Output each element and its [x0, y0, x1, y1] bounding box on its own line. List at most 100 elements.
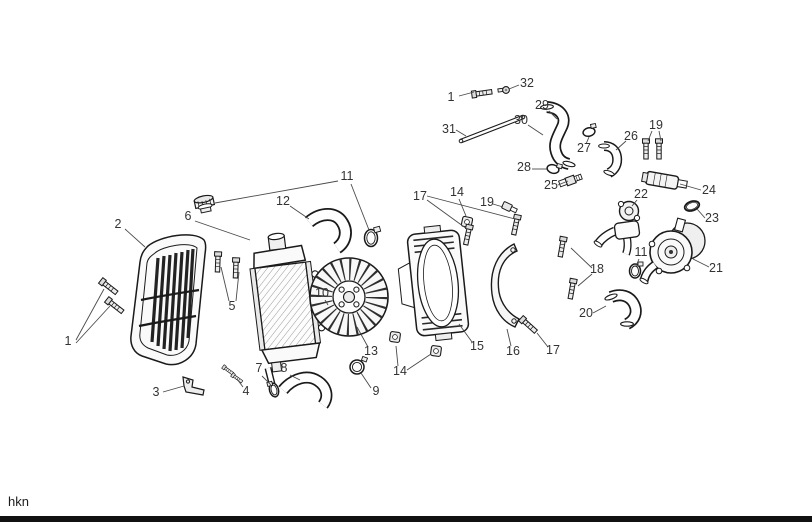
- bolt-18b: [566, 277, 578, 300]
- callout-30: 30: [514, 113, 528, 127]
- leader-line-18: [577, 273, 593, 287]
- callout-24: 24: [702, 183, 716, 197]
- filler-neck: [267, 232, 285, 241]
- callout-25: 25: [544, 178, 558, 192]
- bracket-screw-b: [230, 372, 244, 384]
- radiator-guard: [130, 234, 207, 366]
- callout-18: 18: [590, 262, 604, 276]
- callout-19: 19: [480, 195, 494, 209]
- temp-sensor-25: [558, 173, 583, 188]
- hose-clamp-11: [628, 261, 644, 279]
- leader-line-17: [426, 199, 468, 230]
- leader-line-20: [592, 305, 607, 314]
- radiator: [249, 232, 326, 373]
- callout-14: 14: [393, 364, 407, 378]
- leader-line-23: [696, 208, 706, 219]
- callout-7: 7: [256, 361, 263, 375]
- callout-10: 10: [315, 286, 329, 300]
- callout-12: 12: [276, 194, 290, 208]
- temp-sensor-small: [501, 201, 518, 214]
- cooling-fan: [309, 257, 389, 337]
- lower-hose: [278, 371, 333, 409]
- callout-26: 26: [624, 129, 638, 143]
- vent-rod-31: [458, 114, 526, 144]
- outlet-fitting-24: [641, 170, 688, 190]
- thermostat-housing: [593, 220, 641, 256]
- callout-28: 28: [517, 160, 531, 174]
- thermostat-cover: [617, 200, 641, 222]
- radiator-bolt-5a: [213, 251, 223, 273]
- radiator-outlet: [271, 361, 283, 373]
- callout-9: 9: [373, 384, 380, 398]
- leader-line-13: [356, 326, 369, 348]
- bolt-19b: [655, 138, 663, 160]
- leader-line-1: [458, 91, 475, 97]
- bolt-1-top: [470, 87, 493, 99]
- callout-1: 1: [448, 90, 455, 104]
- guard-bracket: [182, 376, 205, 396]
- leader-line-31: [455, 129, 467, 137]
- fan-ribs: [310, 258, 388, 336]
- leader-line-22: [631, 199, 638, 207]
- bolt-17c: [518, 315, 539, 335]
- bottom-border-bar: [0, 516, 812, 522]
- leader-line-17: [536, 332, 549, 348]
- leader-line-6: [194, 220, 251, 241]
- leader-line-21: [692, 258, 710, 268]
- hose-clamp-27: [582, 122, 597, 138]
- callout-6: 6: [185, 209, 192, 223]
- leader-line-17: [426, 195, 516, 220]
- upper-hose: [304, 208, 352, 254]
- leader-line-19: [658, 130, 662, 142]
- leader-line-11: [635, 258, 640, 267]
- upper-hose-clamp: [363, 225, 382, 248]
- leader-line-26: [615, 140, 627, 151]
- leader-line-4: [236, 378, 244, 388]
- breather-hose-29-30: [540, 101, 576, 170]
- callout-31: 31: [442, 122, 456, 136]
- callout-32: 32: [520, 76, 534, 90]
- leader-line-18: [570, 247, 593, 269]
- shroud-bracket: [490, 243, 520, 328]
- callout-5: 5: [229, 299, 236, 313]
- leader-line-14: [395, 345, 399, 367]
- leader-line-19: [492, 203, 504, 208]
- callout-13: 13: [364, 344, 378, 358]
- leader-line-1: [75, 288, 105, 341]
- clip-14c: [429, 344, 443, 358]
- callout-20: 20: [579, 306, 593, 320]
- guard-slats: [150, 248, 195, 352]
- bolt-17a: [461, 223, 474, 246]
- leader-line-7: [261, 375, 272, 386]
- water-pump: [639, 217, 706, 285]
- bolt-17b: [509, 213, 522, 236]
- leader-line-15: [458, 323, 473, 343]
- callout-11: 11: [635, 245, 648, 259]
- hose-clamp-9: [349, 355, 369, 375]
- leader-line-12: [289, 205, 310, 220]
- callout-17: 17: [546, 343, 560, 357]
- bolt-18a: [556, 235, 568, 258]
- clip-14b: [388, 330, 402, 344]
- leader-line-2: [124, 228, 146, 248]
- leader-line-14: [406, 353, 432, 371]
- leader-line-16: [506, 328, 512, 347]
- radiator-core: [254, 261, 317, 351]
- callout-21: 21: [709, 261, 723, 275]
- leader-line-11: [350, 183, 370, 231]
- guard-bolt-1b: [104, 296, 126, 316]
- o-ring-23: [683, 200, 701, 212]
- callout-23: 23: [705, 211, 719, 225]
- fan-shroud: [397, 224, 470, 342]
- bracket-hole: [185, 379, 191, 384]
- leader-line-1: [75, 305, 111, 344]
- leader-line-10: [324, 299, 329, 306]
- callout-17: 17: [413, 189, 427, 203]
- callout-1: 1: [65, 334, 72, 348]
- pump-hose-20: [604, 289, 642, 330]
- leader-line-24: [679, 183, 702, 191]
- hose-clamp-28: [546, 162, 563, 175]
